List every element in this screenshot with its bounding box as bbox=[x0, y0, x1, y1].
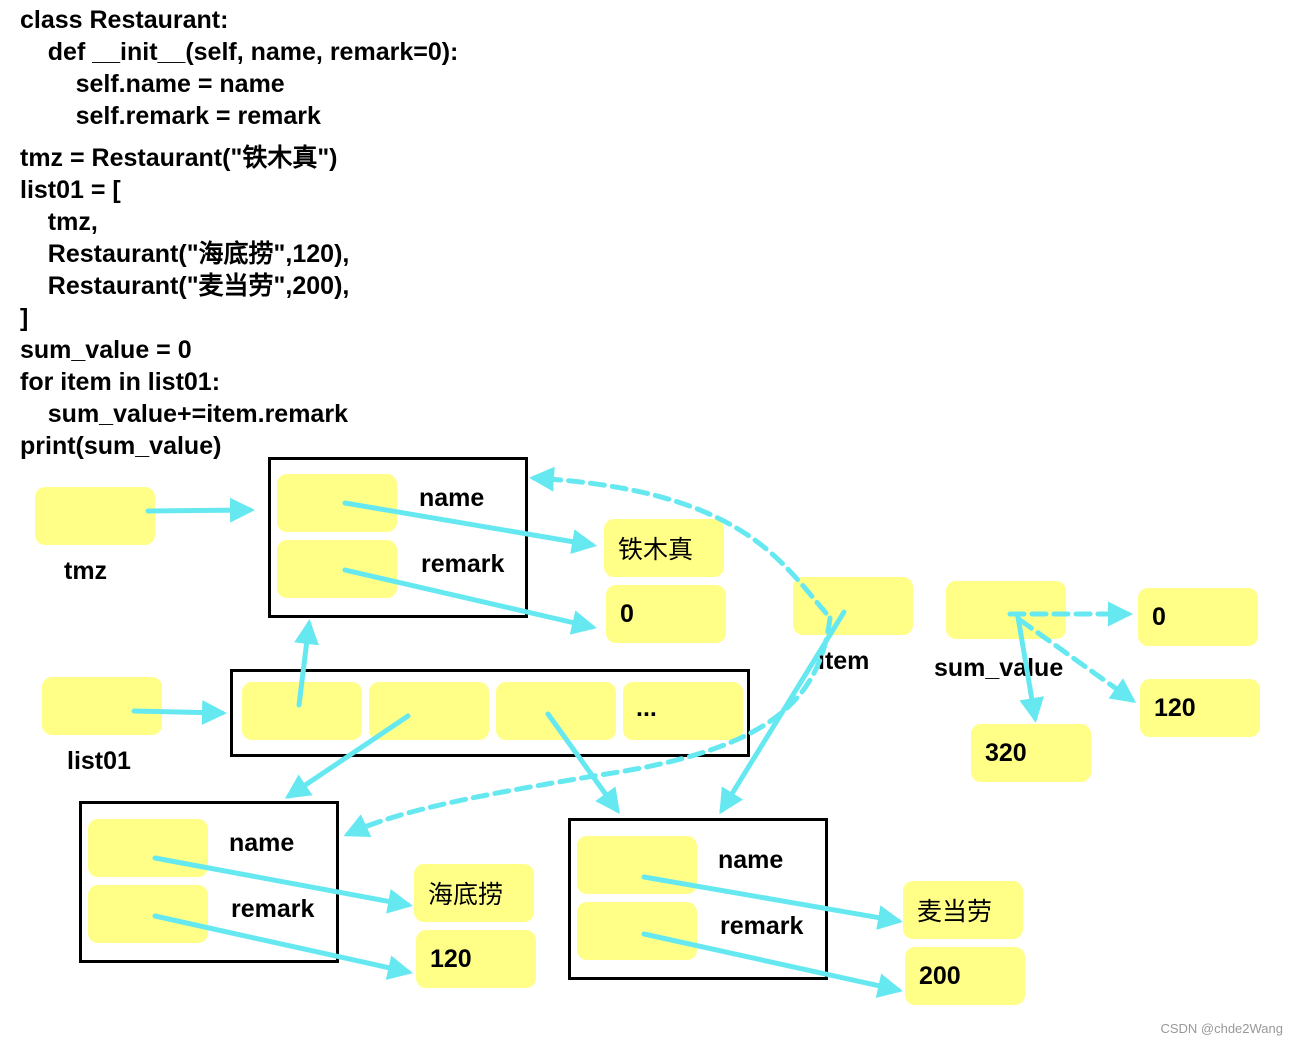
arrow-obj3-remark bbox=[641, 931, 903, 998]
arrow-list01 bbox=[131, 700, 227, 726]
obj2-remark-value: 120 bbox=[416, 930, 536, 988]
obj3-name-label: name bbox=[718, 846, 784, 874]
code-line-3: self.name = name bbox=[20, 70, 285, 98]
arrow-slot0 bbox=[294, 619, 319, 708]
arrow-sum-320 bbox=[1015, 614, 1045, 723]
obj2-name-value: 海底捞 bbox=[414, 864, 534, 922]
item-cell bbox=[793, 577, 913, 635]
code-line-9: Restaurant("麦当劳",200), bbox=[20, 272, 350, 300]
obj2-remark-label: remark bbox=[231, 895, 315, 923]
list-ellipsis: ... bbox=[636, 694, 657, 722]
arrow-obj2-remark bbox=[152, 913, 413, 980]
code-line-7: tmz, bbox=[20, 208, 98, 236]
obj1-name-cell bbox=[277, 474, 397, 532]
code-line-1: class Restaurant: bbox=[20, 6, 229, 34]
code-line-8: Restaurant("海底捞",120), bbox=[20, 240, 350, 268]
list01-cell bbox=[42, 677, 162, 735]
sum-value-cell bbox=[946, 581, 1066, 639]
arrow-item-obj1-dashed bbox=[529, 466, 829, 616]
arrow-sum-120-dashed bbox=[1017, 617, 1137, 703]
obj1-remark-label: remark bbox=[421, 550, 505, 578]
code-line-12: for item in list01: bbox=[20, 368, 221, 396]
obj2-remark-cell bbox=[88, 885, 208, 943]
obj2-name-cell bbox=[88, 819, 208, 877]
tmz-label: tmz bbox=[64, 557, 108, 585]
code-line-5: tmz = Restaurant("铁木真") bbox=[20, 144, 338, 172]
sum-value-120: 120 bbox=[1140, 679, 1260, 737]
arrow-obj3-name bbox=[641, 874, 903, 930]
arrow-item-obj2-dashed bbox=[343, 615, 833, 837]
arrow-obj2-name bbox=[152, 855, 413, 914]
arrow-obj1-remark bbox=[342, 567, 597, 635]
code-line-14: print(sum_value) bbox=[20, 432, 222, 460]
code-line-4: self.remark = remark bbox=[20, 102, 321, 130]
obj1-name-label: name bbox=[419, 484, 485, 512]
sum-value-320: 320 bbox=[971, 724, 1091, 782]
code-line-10: ] bbox=[20, 304, 29, 332]
list-slot-3 bbox=[623, 682, 743, 740]
list01-label: list01 bbox=[67, 747, 131, 775]
arrow-slot2 bbox=[545, 711, 620, 815]
code-line-6: list01 = [ bbox=[20, 176, 121, 204]
obj1-name-value: 铁木真 bbox=[604, 519, 724, 577]
arrow-obj1-name bbox=[342, 500, 597, 554]
footer-watermark: CSDN @chde2Wang bbox=[1160, 1021, 1283, 1036]
arrow-slot1 bbox=[284, 713, 411, 799]
obj1-remark-value: 0 bbox=[606, 585, 726, 643]
item-label: item bbox=[818, 647, 870, 675]
code-line-11: sum_value = 0 bbox=[20, 336, 192, 364]
sum-value-label: sum_value bbox=[934, 654, 1064, 682]
obj3-name-value: 麦当劳 bbox=[903, 881, 1023, 939]
code-line-13: sum_value+=item.remark bbox=[20, 400, 348, 428]
tmz-cell bbox=[35, 487, 155, 545]
list-slot-2 bbox=[496, 682, 616, 740]
obj3-remark-value: 200 bbox=[905, 947, 1025, 1005]
sum-value-0: 0 bbox=[1138, 588, 1258, 646]
obj1-remark-cell bbox=[277, 540, 397, 598]
obj3-remark-label: remark bbox=[720, 912, 804, 940]
code-line-2: def __init__(self, name, remark=0): bbox=[20, 38, 459, 66]
obj2-name-label: name bbox=[229, 829, 295, 857]
arrow-tmz bbox=[145, 497, 255, 523]
obj3-remark-cell bbox=[577, 902, 697, 960]
